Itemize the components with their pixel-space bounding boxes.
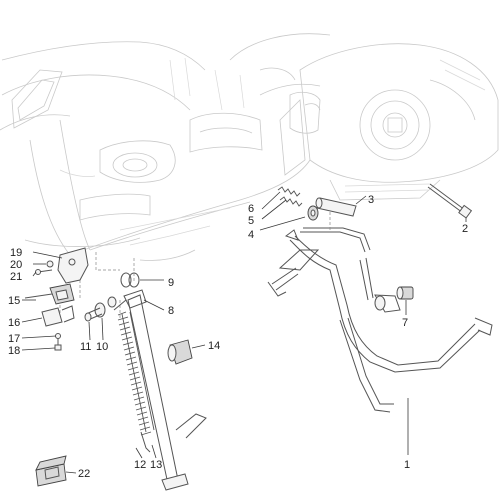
part-14-rubber-pad <box>167 339 193 365</box>
callout-12: 12 <box>134 459 146 471</box>
callout-10: 10 <box>96 341 108 353</box>
assembly-guide-lines <box>59 212 331 320</box>
part-12-13-springs <box>113 299 155 453</box>
part-22-cap <box>35 455 67 487</box>
part-9-circlips <box>120 272 140 288</box>
part-7-bumper <box>396 286 414 300</box>
part-5-6-springs <box>277 186 303 207</box>
callout-1: 1 <box>404 459 410 471</box>
callout-17: 17 <box>8 333 20 345</box>
callout-20: 20 <box>10 259 22 271</box>
part-2-bolt <box>427 183 473 219</box>
callout-14: 14 <box>208 340 220 352</box>
callout-16: 16 <box>8 317 20 329</box>
callout-2: 2 <box>462 223 468 235</box>
callout-11: 11 <box>80 341 91 353</box>
part-3-pin <box>315 197 357 217</box>
callout-labels: 1 2 3 4 5 6 7 8 9 10 11 12 13 14 15 16 1… <box>8 194 468 480</box>
callout-15: 15 <box>8 295 20 307</box>
part-10-11-bushings <box>84 296 117 322</box>
part-1-center-stand <box>267 227 493 413</box>
callout-18: 18 <box>8 345 20 357</box>
callout-9: 9 <box>168 277 174 289</box>
part-4-washer <box>307 205 319 221</box>
leader-lines <box>21 191 467 474</box>
callout-7: 7 <box>402 317 408 329</box>
callout-6: 6 <box>248 203 254 215</box>
engine-background <box>259 43 499 201</box>
part-15-18-switch <box>24 283 75 351</box>
callout-8: 8 <box>168 305 174 317</box>
callout-21: 21 <box>10 271 22 283</box>
callout-3: 3 <box>368 194 374 206</box>
part-19-21-bracket <box>35 247 89 284</box>
callout-22: 22 <box>78 468 90 480</box>
part-8-side-stand <box>123 289 207 491</box>
callout-19: 19 <box>10 247 22 259</box>
callout-4: 4 <box>248 229 254 241</box>
scooter-frame-background <box>0 33 331 261</box>
callout-13: 13 <box>150 459 162 471</box>
callout-5: 5 <box>248 215 254 227</box>
